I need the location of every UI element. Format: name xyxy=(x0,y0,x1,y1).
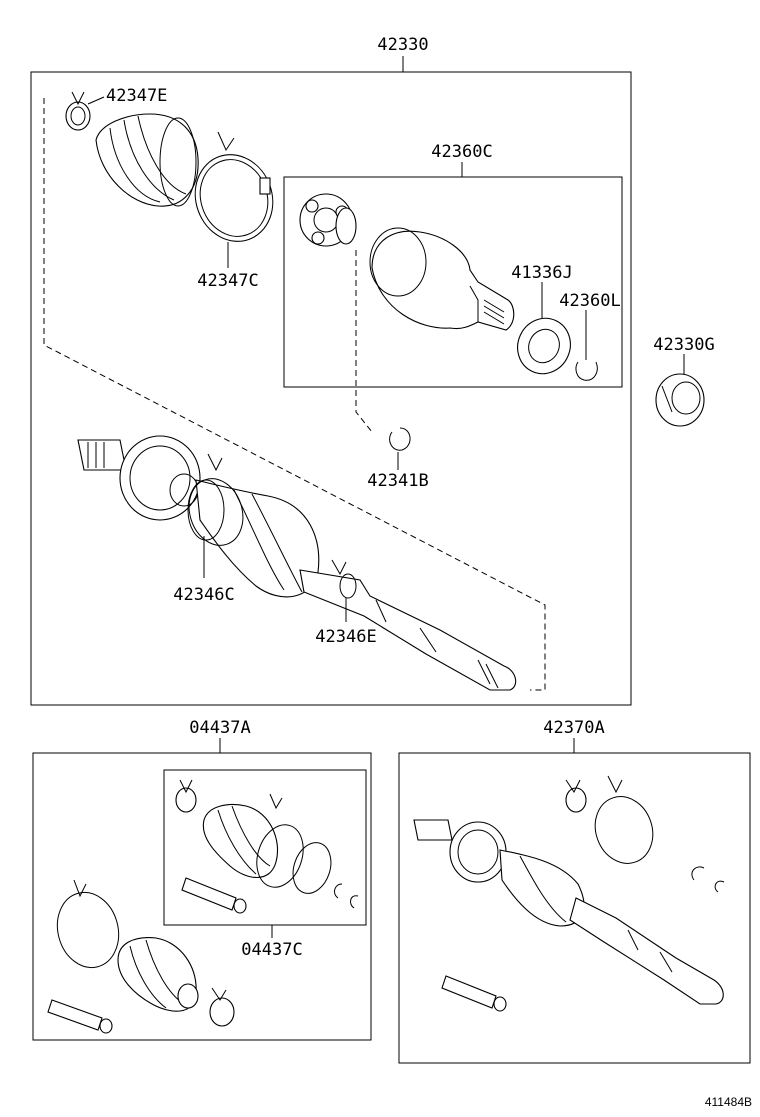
label-04437A[interactable]: 04437A xyxy=(189,718,250,738)
bearing[interactable] xyxy=(655,373,705,427)
label-42360L[interactable]: 42360L xyxy=(559,291,620,311)
label-42360C[interactable]: 42360C xyxy=(431,142,492,162)
label-42370A[interactable]: 42370A xyxy=(543,718,604,738)
tripod-spider[interactable] xyxy=(299,193,357,247)
assembly-drive-shaft[interactable] xyxy=(413,819,724,1005)
outer-boot[interactable] xyxy=(95,113,199,207)
clamp-small-outer[interactable] xyxy=(65,91,91,131)
dashed-leader-snap xyxy=(355,250,373,433)
shaft-assembly-group: 42370A xyxy=(398,718,751,1064)
label-42347E[interactable]: 42347E xyxy=(106,86,167,106)
assembly-rings[interactable] xyxy=(691,866,725,893)
label-04437C[interactable]: 04437C xyxy=(241,940,302,960)
boot-kit-outer-group: 04437A 04437C xyxy=(32,718,372,1041)
inner-kit-grease-tube[interactable] xyxy=(181,877,247,914)
dashed-outline xyxy=(43,98,546,691)
label-42346C[interactable]: 42346C xyxy=(173,585,234,605)
assembly-clamp-small[interactable] xyxy=(565,779,587,813)
drive-shaft[interactable] xyxy=(77,435,517,691)
outer-kit-grease-tube[interactable] xyxy=(47,999,113,1034)
label-42346E[interactable]: 42346E xyxy=(315,627,376,647)
clamp-boot-small[interactable] xyxy=(331,559,357,599)
inboard-snap-ring[interactable] xyxy=(575,361,598,381)
label-41336J[interactable]: 41336J xyxy=(511,263,572,283)
outer-kit-boot[interactable] xyxy=(117,937,199,1012)
outer-kit-clamp[interactable] xyxy=(209,987,235,1027)
inner-kit-boot[interactable] xyxy=(202,803,278,878)
inner-kit-rings[interactable] xyxy=(334,883,359,909)
inboard-seal[interactable] xyxy=(509,310,580,383)
inner-kit-clamp[interactable] xyxy=(175,779,197,813)
inboard-housing[interactable] xyxy=(369,227,515,331)
label-42347C[interactable]: 42347C xyxy=(197,271,258,291)
inner-kit-band-1[interactable] xyxy=(249,793,311,893)
boot-kit-inner-frame xyxy=(163,769,367,926)
inner-kit-band-2[interactable] xyxy=(287,838,337,899)
label-42341B[interactable]: 42341B xyxy=(367,471,428,491)
label-42330G[interactable]: 42330G xyxy=(653,335,714,355)
snap-ring[interactable] xyxy=(389,427,411,451)
boot-kit-outer-frame xyxy=(32,752,372,1041)
drawing-code: 411484B xyxy=(705,1095,752,1109)
clamp-boot-large[interactable] xyxy=(181,453,251,552)
main-assembly-group: 42330 42347E 42347C xyxy=(30,35,632,706)
assembly-clamp-large[interactable] xyxy=(586,775,662,872)
assembly-grease-tube[interactable] xyxy=(441,975,507,1012)
clamp-large-outer[interactable] xyxy=(183,131,285,252)
inboard-joint-frame xyxy=(283,176,623,388)
main-assembly-frame xyxy=(30,71,632,706)
outer-kit-band[interactable] xyxy=(49,879,127,974)
label-42330[interactable]: 42330 xyxy=(377,35,428,55)
